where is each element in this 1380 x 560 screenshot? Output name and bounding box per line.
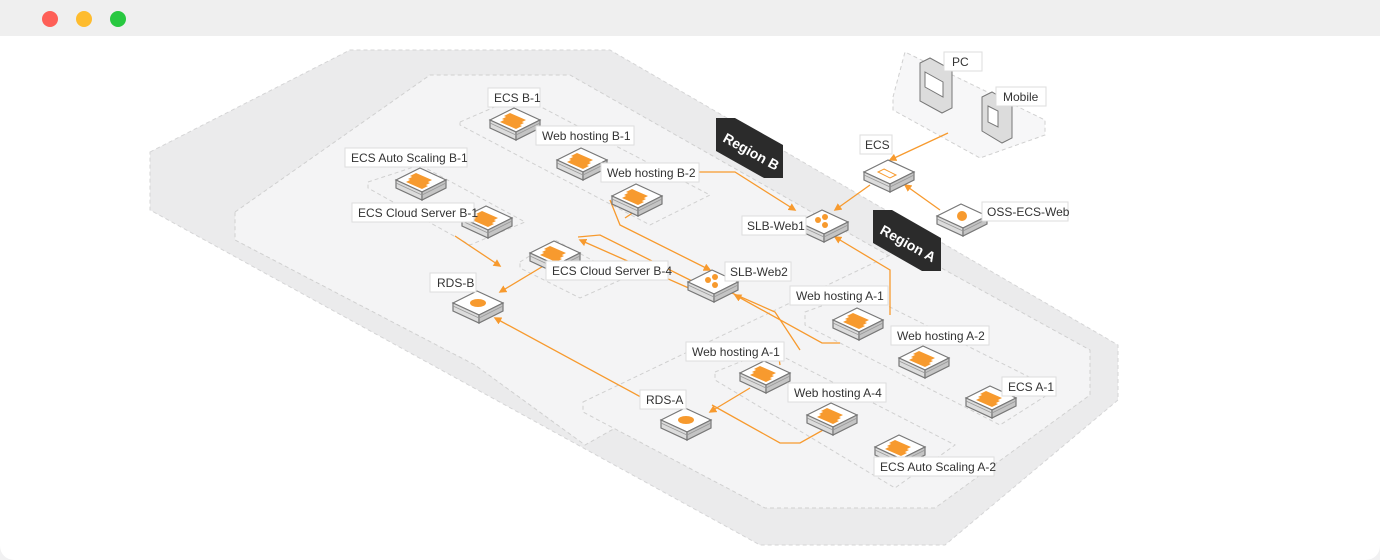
web-hosting-a2-label: Web hosting A-2 <box>897 329 985 343</box>
web-hosting-a1-bottom-label: Web hosting A-1 <box>692 345 780 359</box>
ecs-b1-label: ECS B-1 <box>494 91 541 105</box>
rds-a-label: RDS-A <box>646 393 683 407</box>
slb-web2-label: SLB-Web2 <box>730 265 788 279</box>
web-hosting-a1-top-label: Web hosting A-1 <box>796 289 884 303</box>
ecs-node[interactable] <box>863 159 915 193</box>
mobile-label: Mobile <box>1003 90 1039 104</box>
ecs-auto-scaling-a2-label: ECS Auto Scaling A-2 <box>880 460 996 474</box>
diagram-canvas: Region B Region A <box>0 36 1380 560</box>
zone-a-right <box>804 291 1057 426</box>
close-window-button[interactable] <box>42 11 58 27</box>
ecs-cloud-server-b1-label: ECS Cloud Server B-1 <box>358 206 478 220</box>
window-title-bar <box>0 0 1380 36</box>
pc-label: PC <box>952 55 969 69</box>
rds-b-node[interactable] <box>452 290 504 324</box>
region-a-tag: Region A <box>873 210 941 271</box>
ecs-cloud-server-b4-label: ECS Cloud Server B-4 <box>552 264 672 278</box>
slb-web1-node[interactable] <box>797 209 849 243</box>
ecs-label: ECS <box>865 138 890 152</box>
slb-web1-label: SLB-Web1 <box>747 219 805 233</box>
pc-device <box>919 57 953 114</box>
zone-b-top <box>459 95 712 226</box>
oss-label: OSS-ECS-Web <box>987 205 1070 219</box>
oss-node[interactable] <box>936 203 988 237</box>
web-hosting-a4-label: Web hosting A-4 <box>794 386 882 400</box>
slb-web2-node[interactable] <box>687 269 739 303</box>
minimize-window-button[interactable] <box>76 11 92 27</box>
web-hosting-b2-label: Web hosting B-2 <box>607 166 696 180</box>
rds-b-label: RDS-B <box>437 276 474 290</box>
architecture-diagram: Region B Region A <box>149 49 1119 546</box>
node-labels: PC Mobile ECS OSS-ECS-Web SLB-Web1 SLB-W… <box>344 51 1070 477</box>
web-hosting-b1-label: Web hosting B-1 <box>542 129 631 143</box>
zone-b-cloud <box>519 239 627 299</box>
ecs-a1-label: ECS A-1 <box>1008 380 1054 394</box>
ecs-auto-scaling-b1-label: ECS Auto Scaling B-1 <box>351 151 468 165</box>
rds-a-node[interactable] <box>660 407 712 441</box>
maximize-window-button[interactable] <box>110 11 126 27</box>
